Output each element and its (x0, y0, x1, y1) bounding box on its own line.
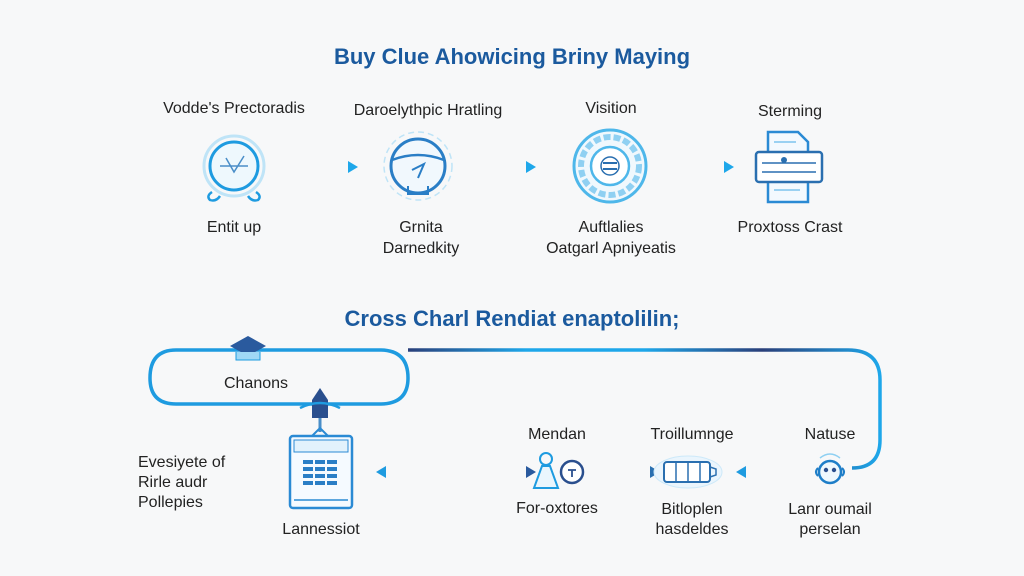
node-4-caption-line-2: perselan (799, 521, 861, 538)
battery-cell-icon (653, 455, 723, 489)
bidirectional-arrow (376, 466, 536, 478)
loop-label: Chanons (223, 375, 289, 392)
node-3-caption-line-1: Bitloplen (661, 501, 723, 518)
step-3-heading: Visition (585, 100, 637, 117)
main-feedback-loop (408, 348, 882, 470)
flow-arrow-1 (308, 161, 358, 173)
step-2-caption-line-2: Darnedkity (382, 240, 460, 257)
flow-arrow-robot-to-battery (736, 466, 814, 478)
step-1-heading: Vodde's Prectoradis (163, 100, 305, 117)
flow-arrow-2 (488, 161, 536, 173)
step-4-caption: Proxtoss Crast (737, 219, 843, 236)
node-2-caption: For-oxtores (516, 500, 598, 517)
face-shield-icon (383, 131, 453, 201)
step-2-heading: Daroelythpic Hratling (353, 102, 503, 119)
graduation-cap-icon (230, 336, 266, 361)
flask-gauge-icon (532, 452, 660, 489)
side-note-line-3: Pollepies (138, 494, 203, 511)
clock-chart-icon (202, 134, 266, 202)
rocket-icon (299, 388, 341, 432)
step-2-caption-line-1: Grnita (399, 219, 443, 236)
node-1-caption: Lannessiot (282, 521, 360, 538)
side-note-line-1: Evesiyete of (138, 454, 226, 471)
bottom-section-title: Cross Charl Rendiat enaptolilin; (344, 306, 680, 331)
robot-head-icon (815, 453, 845, 485)
node-4-caption-line-1: Lanr oumail (788, 501, 872, 518)
node-3-heading: Troillumnge (650, 426, 734, 443)
node-4-heading: Natuse (804, 426, 856, 443)
gear-ring-icon (572, 128, 648, 204)
document-icon (754, 130, 824, 204)
calendar-grid-icon (288, 426, 354, 510)
chanons-loop (148, 348, 410, 406)
node-3-caption-line-2: hasdeldes (655, 521, 729, 538)
step-4-heading: Sterming (757, 103, 823, 120)
side-note-line-2: Rirle audr (138, 474, 208, 491)
flow-arrow-3 (686, 161, 734, 173)
step-3-caption-line-1: Auftlalies (578, 219, 644, 236)
step-1-caption: Entit up (206, 219, 262, 236)
top-section-title: Buy Clue Ahowicing Briny Maying (333, 44, 691, 69)
step-3-caption-line-2: Oatgarl Apniyeatis (546, 240, 676, 257)
node-2-heading: Mendan (528, 426, 586, 443)
